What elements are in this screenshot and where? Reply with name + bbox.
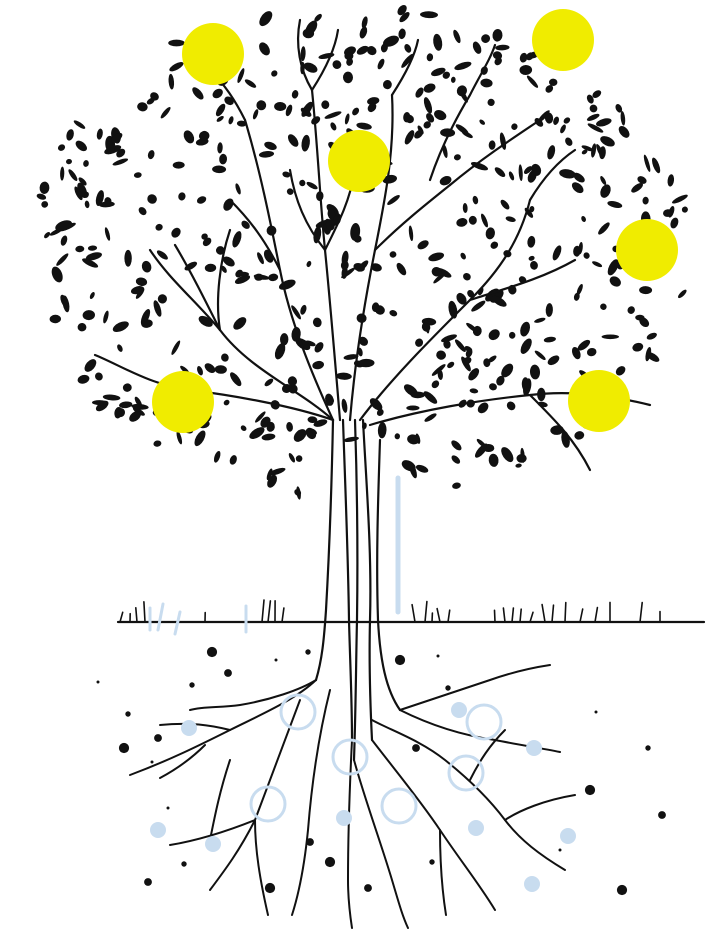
soil-particle xyxy=(224,669,232,677)
soil-particle xyxy=(325,857,335,867)
soil-particle xyxy=(119,743,129,753)
soil-particle xyxy=(364,884,372,892)
soil-particle xyxy=(395,655,405,665)
leaf xyxy=(406,406,419,411)
water-droplet xyxy=(560,828,576,844)
soil-particle xyxy=(658,811,666,819)
leaf xyxy=(236,272,249,277)
soil-particle xyxy=(97,681,100,684)
water-droplet xyxy=(205,836,221,852)
soil-particle xyxy=(189,682,194,687)
soil-particle xyxy=(617,885,627,895)
soil-particle xyxy=(125,711,130,716)
leaf xyxy=(168,40,185,47)
water-droplet xyxy=(468,820,484,836)
soil-particle xyxy=(151,761,154,764)
soil-particle xyxy=(154,734,162,742)
fruit xyxy=(152,371,214,433)
water-droplet xyxy=(526,740,542,756)
soil-particle xyxy=(181,861,186,866)
leaf xyxy=(124,250,131,267)
leaf xyxy=(602,335,619,340)
fruit xyxy=(568,370,630,432)
soil-particle xyxy=(275,659,278,662)
soil-particle xyxy=(445,685,450,690)
water-droplet xyxy=(181,720,197,736)
soil-particle xyxy=(429,859,434,864)
soil-particle xyxy=(167,807,170,810)
soil-particle xyxy=(306,838,314,846)
water-droplet xyxy=(150,822,166,838)
soil-particle xyxy=(585,785,595,795)
fruit xyxy=(532,9,594,71)
soil-particle xyxy=(412,744,420,752)
fruit xyxy=(182,23,244,85)
leaf xyxy=(344,52,353,60)
soil-particle xyxy=(437,655,440,658)
soil-particle xyxy=(207,647,217,657)
soil-particle xyxy=(595,711,598,714)
fruit xyxy=(328,130,390,192)
water-droplet xyxy=(451,702,467,718)
soil-particle xyxy=(559,849,562,852)
grass-blade xyxy=(565,603,566,622)
water-droplet xyxy=(336,810,352,826)
soil-particle xyxy=(305,649,310,654)
soil-particle xyxy=(144,878,152,886)
grass-blade xyxy=(495,610,496,622)
soil-particle xyxy=(645,745,650,750)
water-droplet xyxy=(524,876,540,892)
fruit xyxy=(616,219,678,281)
grass-blade xyxy=(144,602,145,622)
soil-particle xyxy=(265,883,275,893)
